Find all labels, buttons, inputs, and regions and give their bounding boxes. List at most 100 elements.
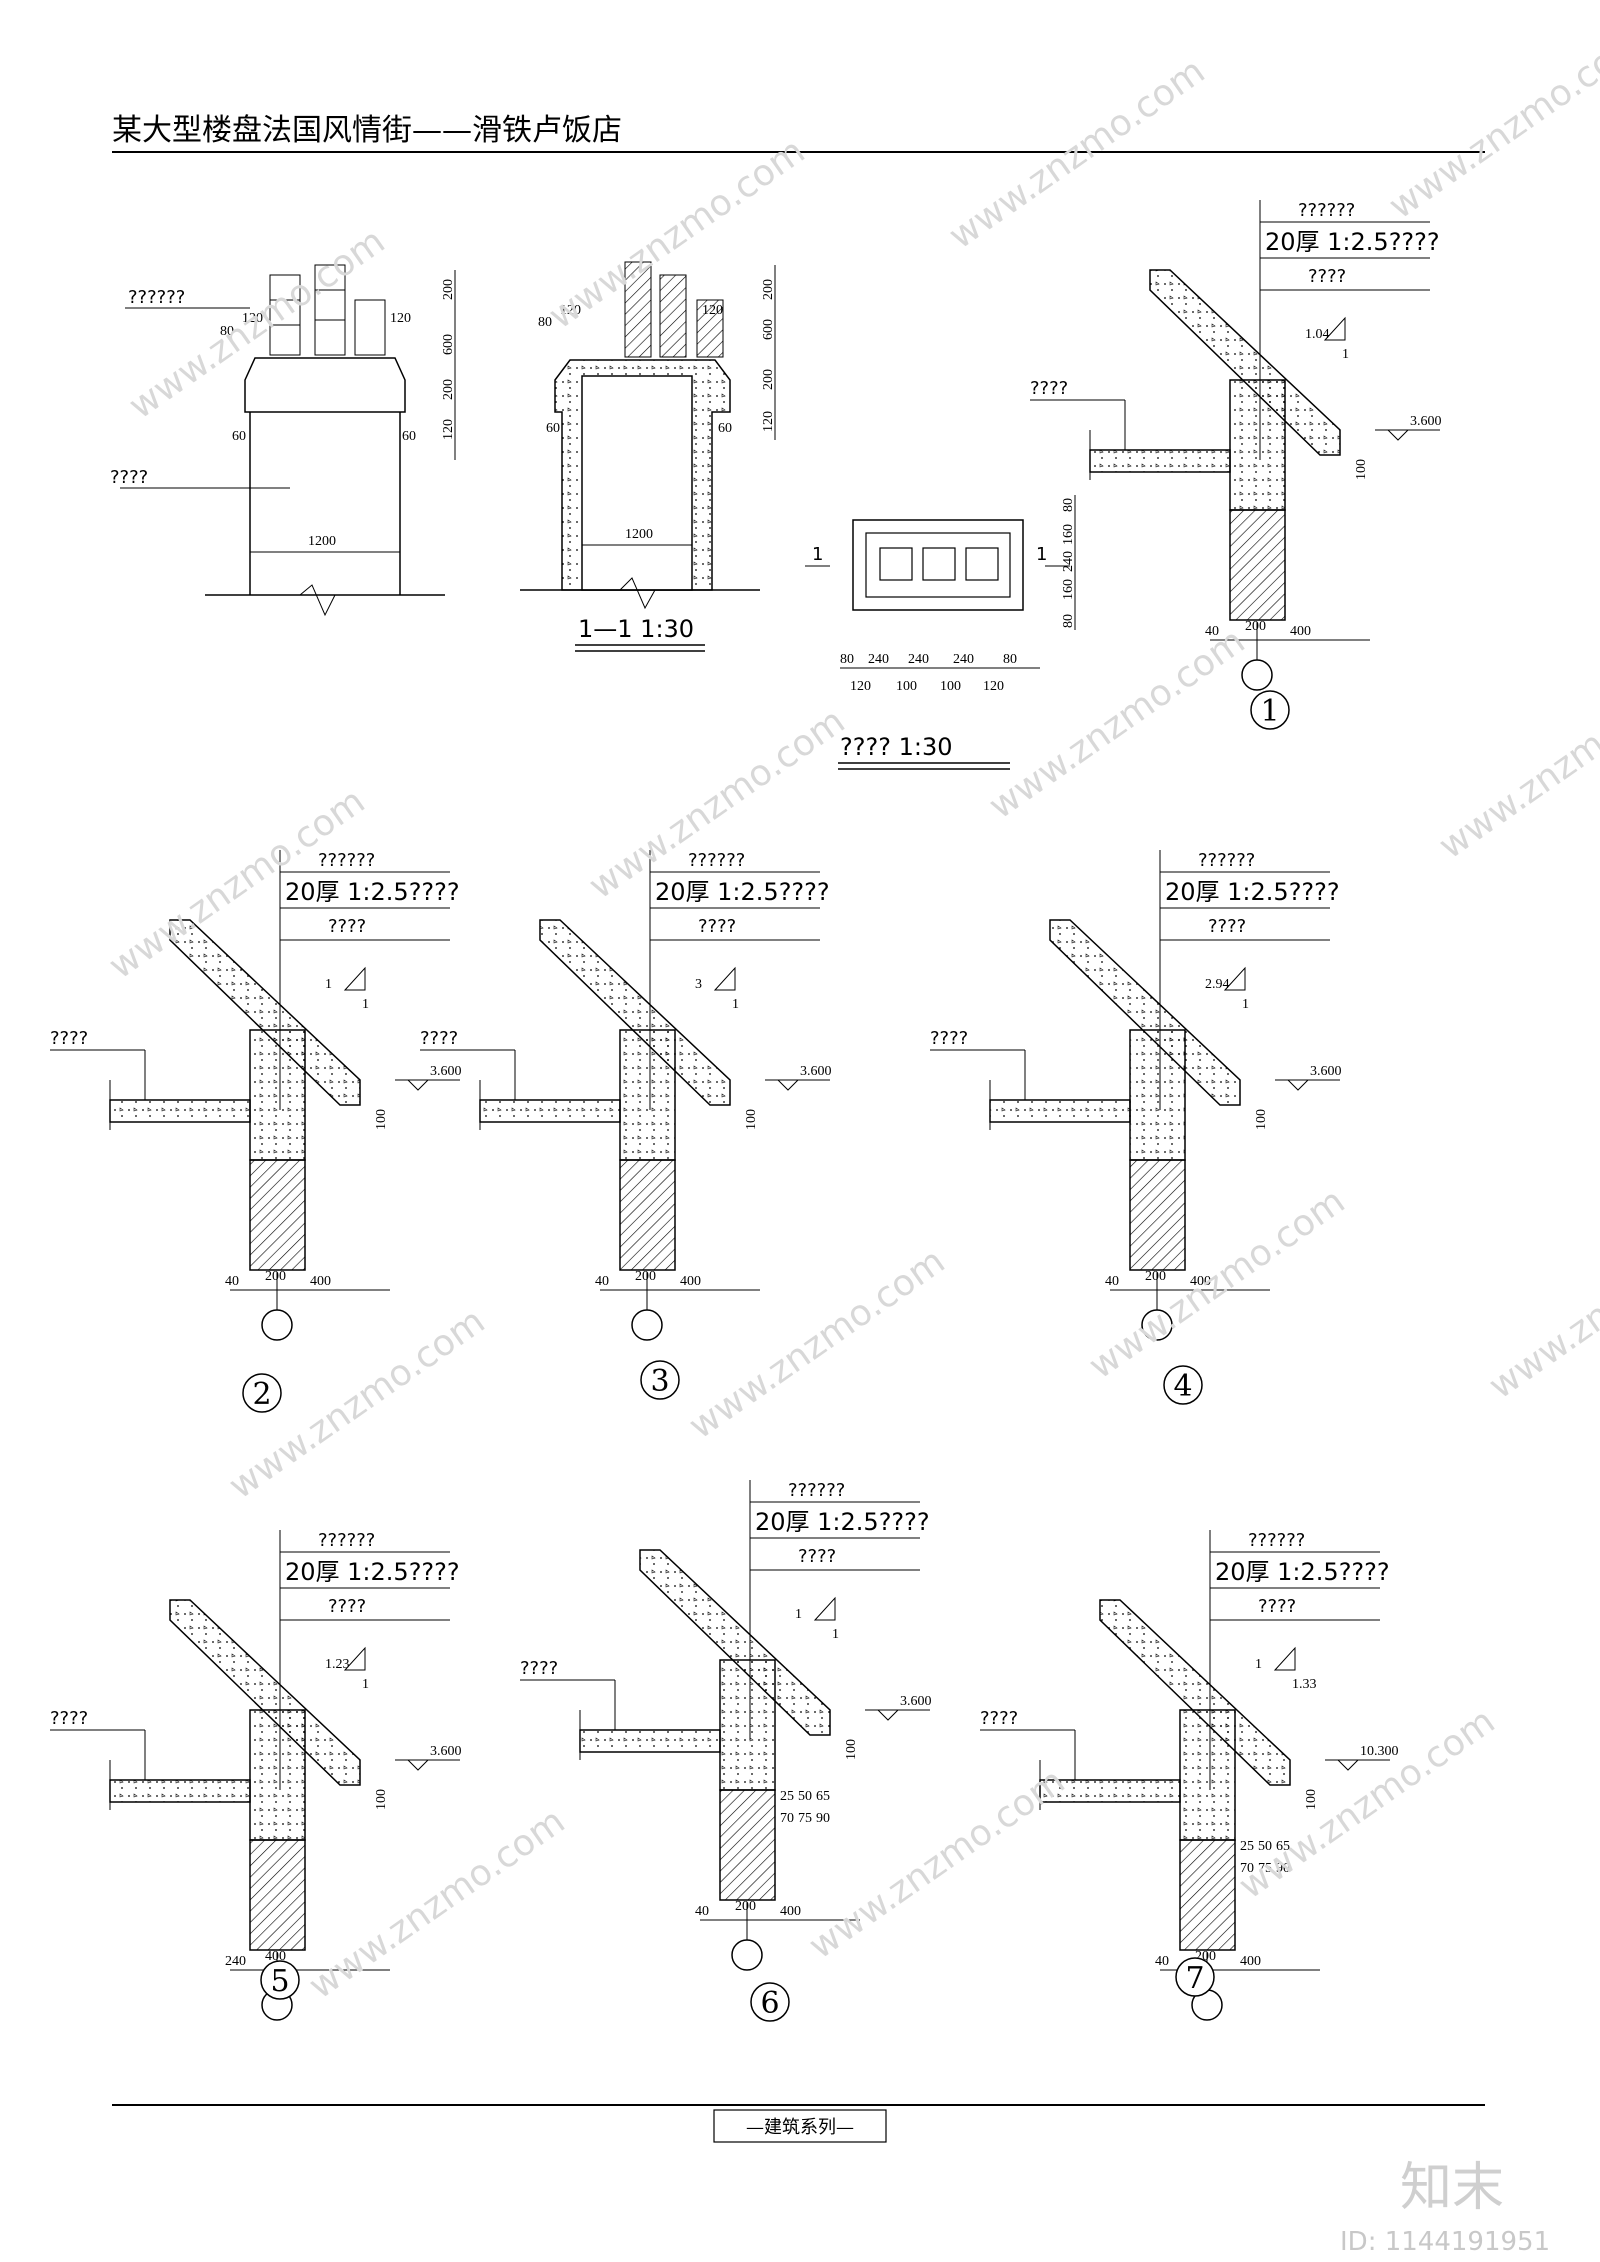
svg-text:60: 60 [402, 429, 416, 444]
svg-text:知末: 知末 [1400, 2158, 1504, 2218]
detail-number: 1 [1260, 694, 1279, 729]
svg-text:????: ???? [328, 1596, 366, 1617]
footer-box [713, 2109, 887, 2143]
svg-text:????: ???? [1208, 916, 1246, 937]
svg-text:100: 100 [744, 1109, 759, 1130]
detail-5: ??????20厚 1:2.5????????????1.2313.600100… [50, 1530, 462, 2021]
svg-text:????: ???? [520, 1658, 558, 1679]
plan-dim: 160 [1061, 579, 1076, 600]
detail-number: 6 [760, 1986, 779, 2021]
svg-text:????: ???? [110, 467, 148, 488]
detail-number-circle [1175, 1957, 1215, 1997]
svg-text:100: 100 [844, 1739, 859, 1760]
chimney-elevation: ?????? ???? 80 120 120 60 60 1200 200 60… [110, 264, 456, 617]
svg-text:??????: ?????? [318, 1530, 375, 1551]
svg-text:1: 1 [1342, 347, 1349, 362]
svg-text:1: 1 [1036, 544, 1047, 565]
watermark-text: www.znzmo.com [302, 1801, 573, 2008]
plan-dim: 100 [940, 679, 961, 694]
svg-text:600: 600 [441, 334, 456, 355]
svg-text:????: ???? [930, 1028, 968, 1049]
svg-text:50: 50 [1258, 1839, 1272, 1854]
svg-text:1.04: 1.04 [1305, 327, 1330, 342]
svg-text:100: 100 [374, 1109, 389, 1130]
svg-text:200: 200 [735, 1899, 756, 1914]
svg-text:??????: ?????? [1298, 200, 1355, 221]
svg-text:120: 120 [390, 311, 411, 326]
plan-dim: 240 [868, 652, 889, 667]
svg-text:400: 400 [1190, 1274, 1211, 1289]
svg-text:20厚 1:2.5????: 20厚 1:2.5???? [285, 878, 460, 906]
svg-text:25: 25 [1240, 1839, 1254, 1854]
page-title: 某大型楼盘法国风情街——滑铁卢饭店 [112, 113, 622, 148]
svg-text:80: 80 [538, 315, 552, 330]
svg-text:3.600: 3.600 [1310, 1064, 1342, 1079]
watermark-text: www.znzmo.com [582, 701, 853, 908]
section-title: 1—1 1:30 [578, 615, 694, 643]
svg-text:2.94: 2.94 [1205, 977, 1230, 992]
plan-dim: 120 [983, 679, 1004, 694]
svg-text:1: 1 [832, 1627, 839, 1642]
svg-text:100: 100 [1354, 459, 1369, 480]
svg-text:65: 65 [1276, 1839, 1290, 1854]
svg-text:3: 3 [695, 977, 702, 992]
svg-text:????: ???? [1308, 266, 1346, 287]
svg-text:20厚 1:2.5????: 20厚 1:2.5???? [755, 1508, 930, 1536]
svg-text:60: 60 [232, 429, 246, 444]
detail-number-circle [1250, 690, 1290, 730]
watermark: 知末 ID: 1144191951 www.znzmo.com www.znzmo… [102, 21, 1600, 2257]
svg-text:????: ???? [798, 1546, 836, 1567]
watermark-text: www.znzmo.com [802, 1761, 1073, 1968]
detail-number-circle [640, 1360, 680, 1400]
svg-text:20厚 1:2.5????: 20厚 1:2.5???? [285, 1558, 460, 1586]
svg-text:1: 1 [325, 977, 332, 992]
svg-text:3.600: 3.600 [900, 1694, 932, 1709]
svg-text:????: ???? [1258, 1596, 1296, 1617]
svg-text:ID: 1144191951: ID: 1144191951 [1340, 2227, 1550, 2257]
svg-text:1.23: 1.23 [325, 1657, 350, 1672]
footer-series: —建筑系列— [746, 2117, 854, 2138]
plan-dim: 240 [1061, 551, 1076, 572]
chimney-section: 80 120 120 60 60 1200 200 600 200 120 1—… [520, 261, 776, 652]
svg-text:200: 200 [441, 279, 456, 300]
svg-text:50: 50 [798, 1789, 812, 1804]
detail-number: 4 [1173, 1369, 1192, 1404]
svg-text:????: ???? [420, 1028, 458, 1049]
plan-dim: 80 [1061, 498, 1076, 512]
detail-number-circle [1163, 1365, 1203, 1405]
svg-text:??????: ?????? [1198, 850, 1255, 871]
svg-text:600: 600 [761, 319, 776, 340]
watermark-text: www.znzmo.com [982, 621, 1253, 828]
svg-text:120: 120 [702, 303, 723, 318]
svg-text:??????: ?????? [128, 287, 185, 308]
plan-dim: 240 [908, 652, 929, 667]
svg-text:400: 400 [780, 1904, 801, 1919]
detail-4: ??????20厚 1:2.5????????????2.9413.600100… [930, 850, 1342, 1405]
detail-number: 3 [650, 1364, 669, 1399]
svg-text:60: 60 [718, 421, 732, 436]
svg-text:20厚 1:2.5????: 20厚 1:2.5???? [1165, 878, 1340, 906]
plan-title: ???? 1:30 [840, 733, 952, 761]
svg-text:400: 400 [680, 1274, 701, 1289]
svg-text:1: 1 [362, 997, 369, 1012]
svg-text:????: ???? [980, 1708, 1018, 1729]
svg-text:40: 40 [695, 1904, 709, 1919]
plan-dim: 80 [1061, 614, 1076, 628]
svg-text:200: 200 [761, 279, 776, 300]
watermark-text: www.znzmo.com [1432, 661, 1600, 868]
svg-text:120: 120 [560, 303, 581, 318]
svg-text:200: 200 [1145, 1269, 1166, 1284]
svg-text:??????: ?????? [318, 850, 375, 871]
svg-text:1: 1 [362, 1677, 369, 1692]
svg-text:1: 1 [812, 544, 823, 565]
svg-text:120: 120 [242, 311, 263, 326]
svg-text:1: 1 [1242, 997, 1249, 1012]
plan-dim: 100 [896, 679, 917, 694]
svg-text:90: 90 [1276, 1861, 1290, 1876]
watermark-text: www.znzmo.com [1382, 21, 1600, 228]
detail-number-circle [260, 1960, 300, 2000]
svg-text:60: 60 [546, 421, 560, 436]
detail-1: ??????20厚 1:2.5????????????1.0413.600100… [1030, 200, 1442, 730]
svg-text:40: 40 [1105, 1274, 1119, 1289]
